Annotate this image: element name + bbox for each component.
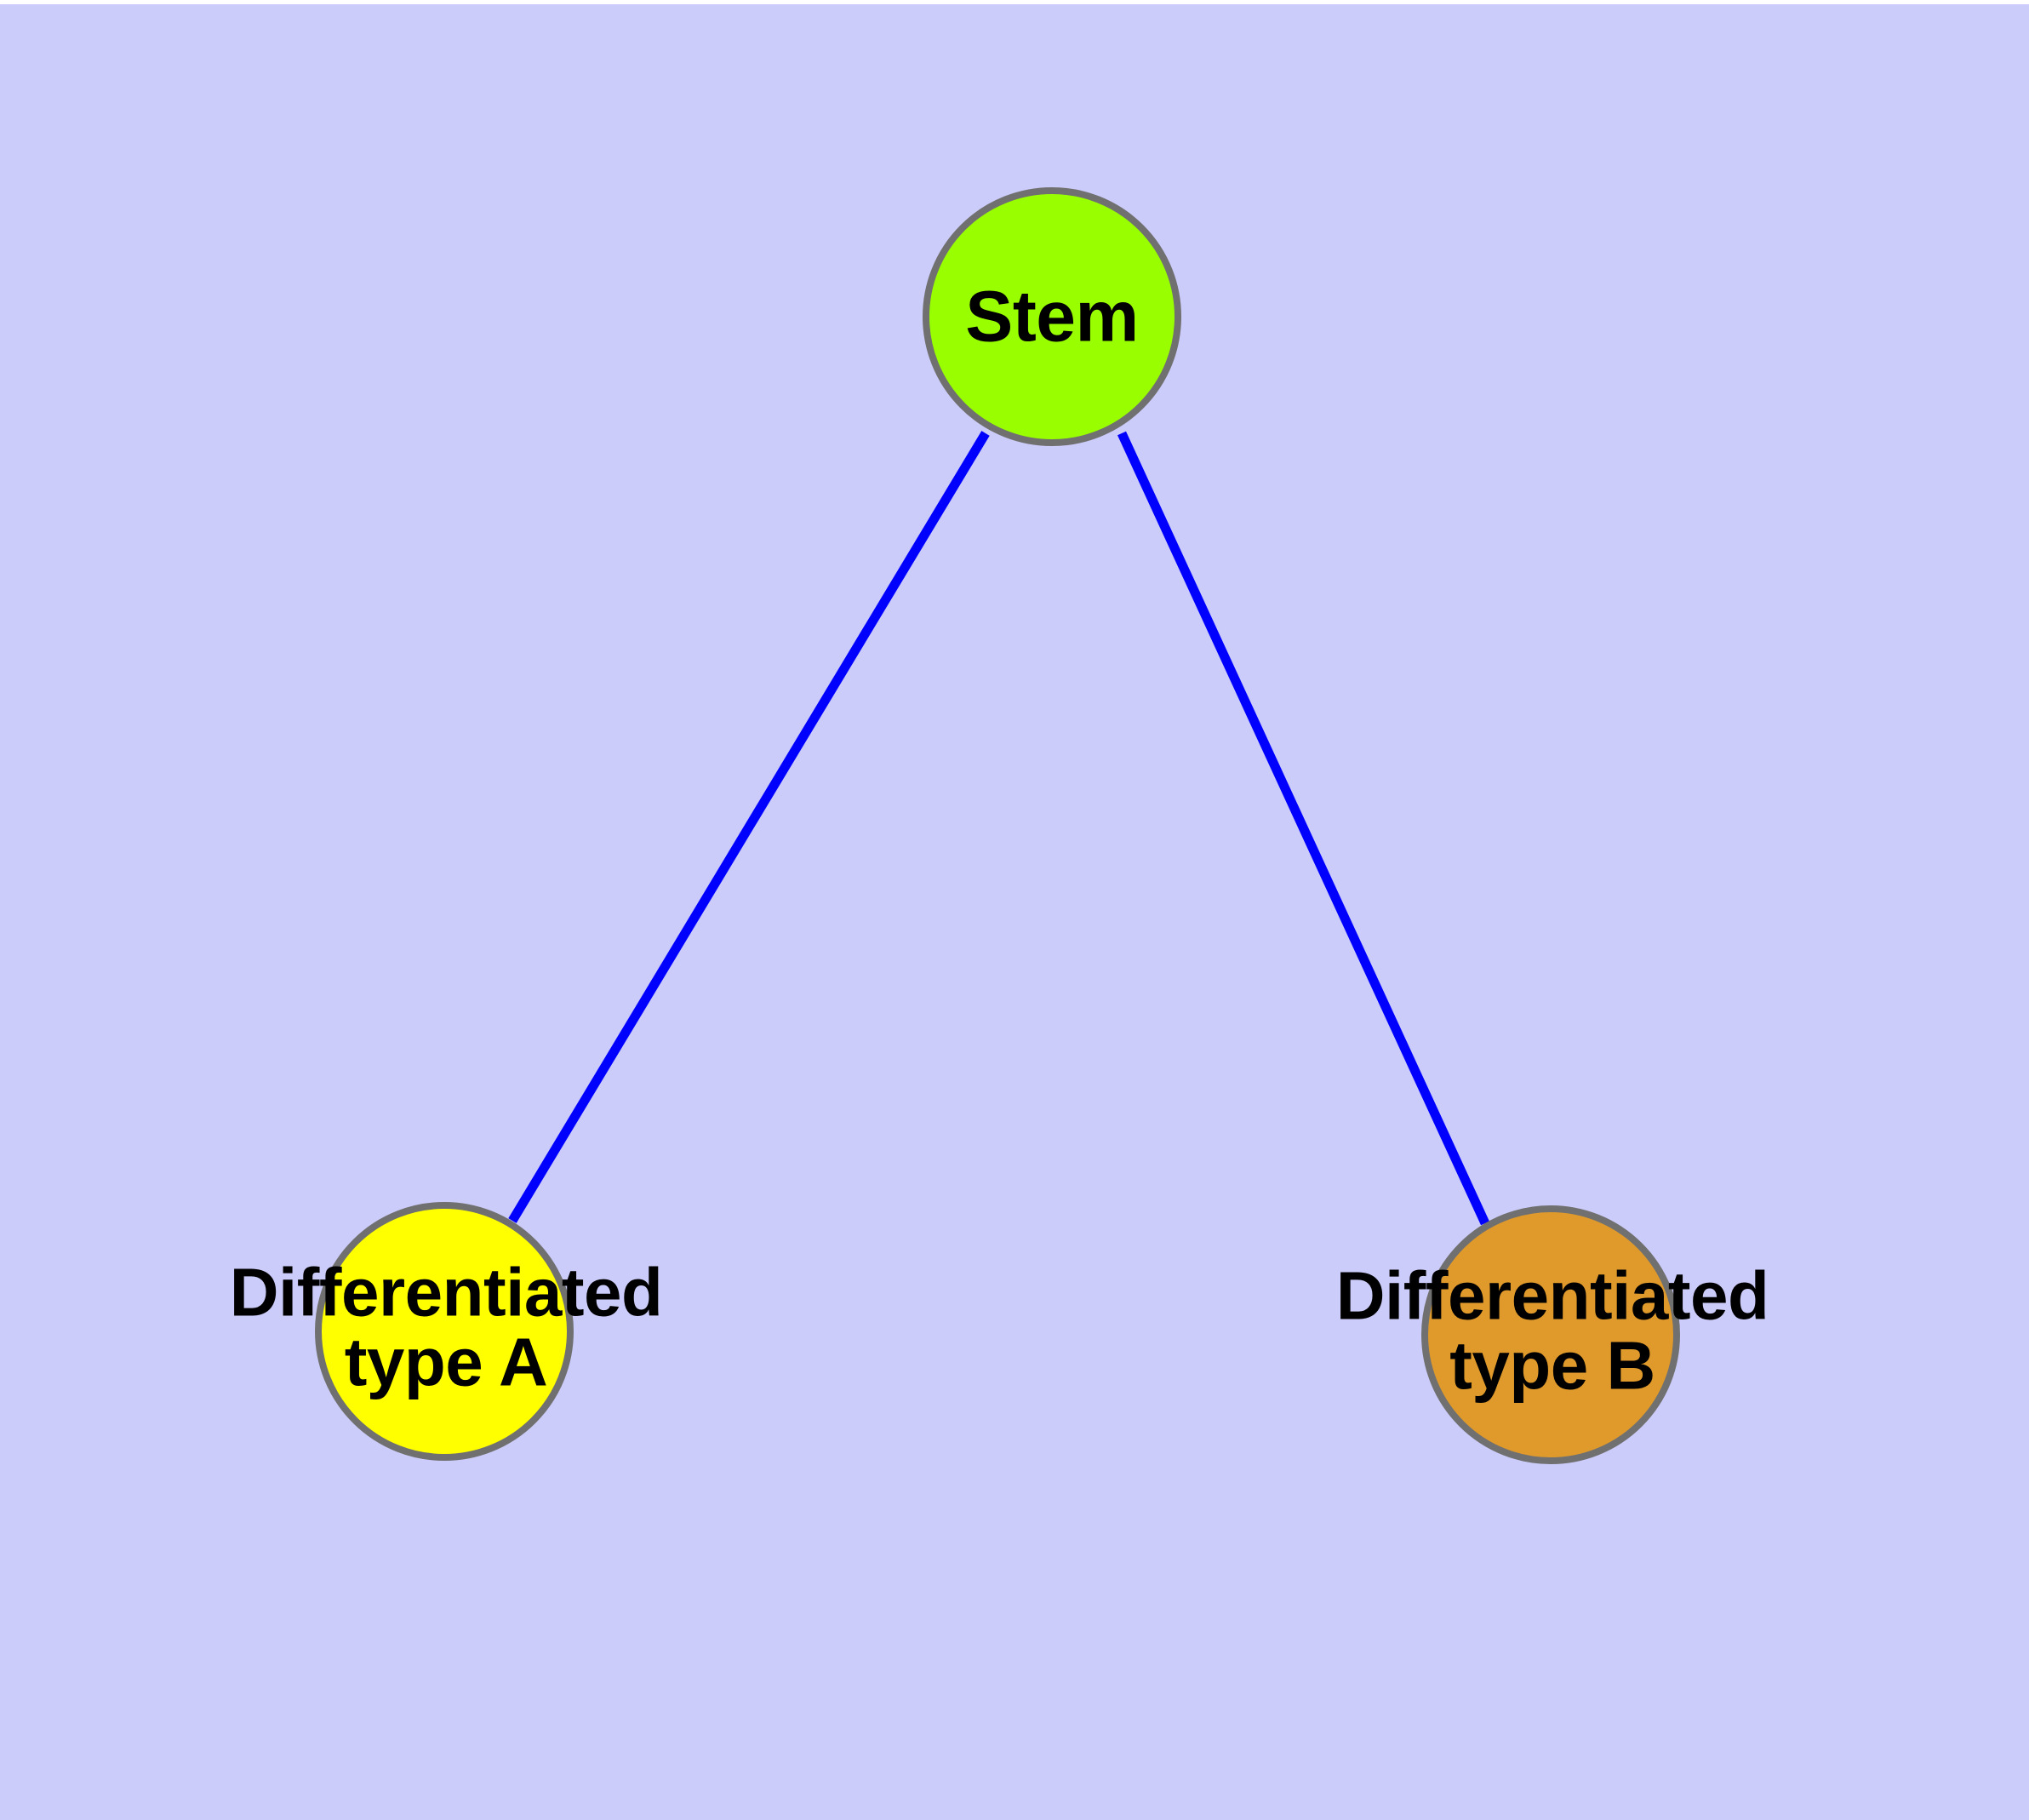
node-type-a[interactable] [315,1202,574,1461]
edge-layer [508,431,1489,1226]
edge-stem-to-type-b[interactable] [1117,431,1489,1226]
node-stem[interactable] [923,187,1181,446]
node-type-b[interactable] [1421,1205,1680,1464]
edge-stem-to-type-a[interactable] [508,431,990,1223]
node-layer [315,187,1680,1464]
